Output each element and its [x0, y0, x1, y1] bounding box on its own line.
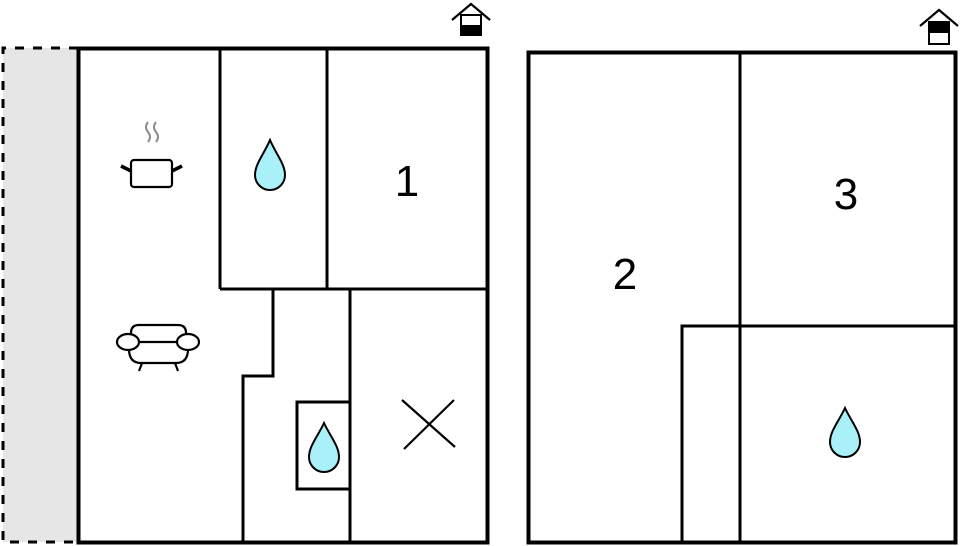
upper-floor-interior-walls [680, 52, 955, 542]
ground-floor-plan: 1 [1, 2, 491, 545]
house-level-upper-icon [919, 8, 959, 45]
sofa-icon [115, 323, 201, 372]
ground-floor-outer-wall [76, 46, 490, 545]
x-mark-icon [401, 399, 456, 450]
cooking-pot-icon [120, 121, 183, 189]
water-drop-icon [307, 420, 341, 473]
upper-floor-outer-wall [526, 50, 958, 545]
room-label-2: 2 [613, 250, 637, 299]
upper-floor-plan: 2 3 [526, 8, 959, 545]
house-level-ground-icon [451, 2, 491, 36]
room-label-1: 1 [395, 157, 419, 206]
terrace-area [3, 48, 78, 542]
water-drop-icon [828, 405, 862, 458]
ground-floor-interior-walls [218, 48, 487, 542]
terrace-dashed-outline [1, 46, 78, 544]
water-drop-icon [253, 137, 287, 191]
room-label-3: 3 [834, 170, 858, 219]
